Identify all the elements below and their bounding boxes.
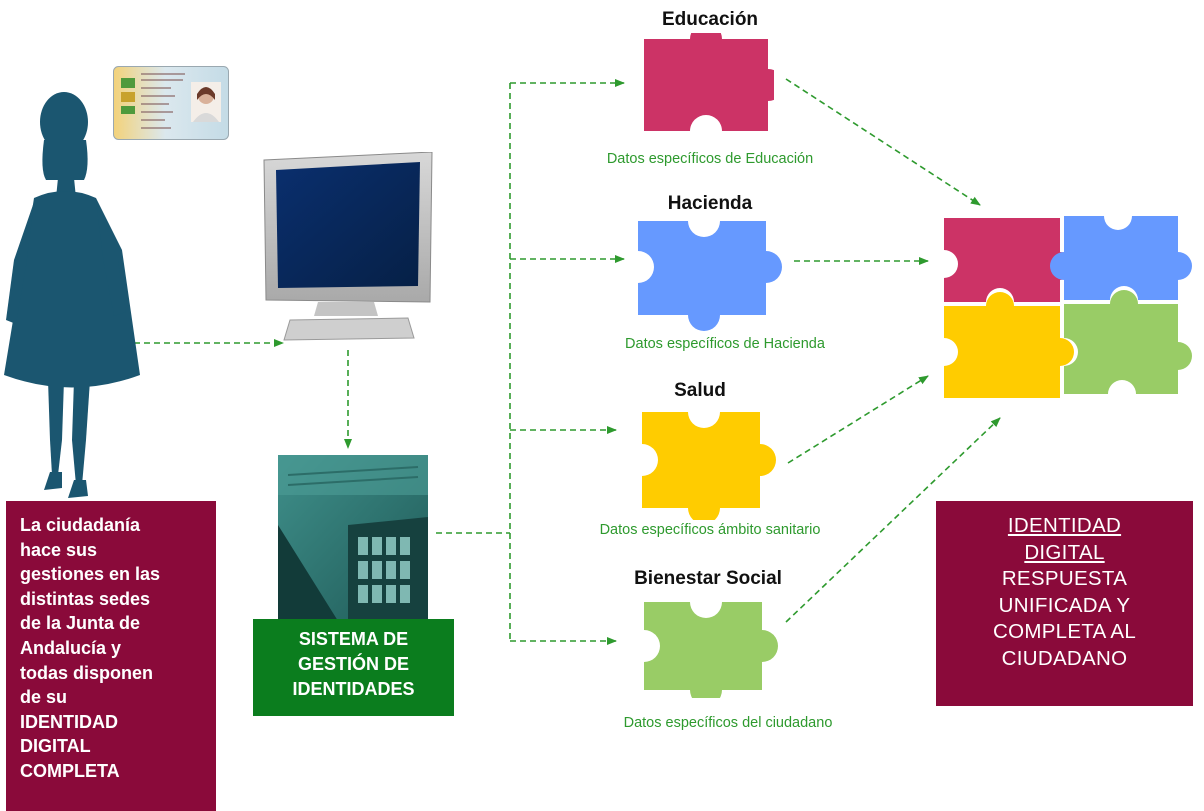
puzzle-piece-salud bbox=[642, 412, 776, 520]
citizen-line: de la Junta de bbox=[20, 613, 141, 634]
system-line: IDENTIDADES bbox=[292, 679, 415, 699]
service-title-bienestar: Bienestar Social bbox=[634, 568, 782, 589]
citizen-line: de su bbox=[20, 687, 68, 708]
citizen-line: hace sus bbox=[20, 539, 98, 560]
identity-heading-line: DIGITAL bbox=[1024, 540, 1105, 564]
citizen-line: Andalucía y bbox=[20, 637, 122, 658]
service-title-hacienda: Hacienda bbox=[667, 193, 753, 214]
service-desc-salud: Datos específicos ámbito sanitario bbox=[599, 522, 821, 538]
citizen-line: distintas sedes bbox=[20, 588, 151, 609]
puzzle-piece-hacienda bbox=[638, 221, 782, 331]
system-line: GESTIÓN DE bbox=[297, 654, 409, 674]
service-title-salud: Salud bbox=[674, 380, 726, 401]
citizen-line: DIGITAL bbox=[20, 736, 91, 757]
server-icon bbox=[278, 455, 428, 621]
arrow-educacion-to-puzzle bbox=[785, 78, 981, 206]
system-line: SISTEMA DE bbox=[298, 629, 409, 649]
citizen-line: COMPLETA bbox=[20, 760, 120, 781]
citizen-line: todas disponen bbox=[20, 662, 154, 683]
computer-monitor-icon bbox=[263, 152, 433, 341]
puzzle-piece-bienestar bbox=[644, 602, 778, 698]
identity-line: CIUDADANO bbox=[1001, 646, 1128, 670]
combined-puzzle-icon bbox=[944, 216, 1192, 398]
identity-line: COMPLETA AL bbox=[992, 620, 1137, 643]
citizen-description-box: La ciudadanía hace sus gestiones en las … bbox=[6, 501, 216, 811]
puzzle-piece-educacion bbox=[644, 33, 774, 131]
identity-line: RESPUESTA bbox=[1001, 567, 1128, 590]
citizen-line: gestiones en las bbox=[20, 564, 161, 585]
identity-heading-line: IDENTIDAD bbox=[1007, 514, 1122, 537]
identity-system-label: SISTEMA DE GESTIÓN DE IDENTIDADES bbox=[253, 619, 454, 716]
citizen-line: La ciudadanía bbox=[20, 515, 141, 535]
service-desc-hacienda: Datos específicos de Hacienda bbox=[625, 336, 825, 352]
identity-line: UNIFICADA Y bbox=[998, 593, 1131, 617]
id-card-icon bbox=[113, 66, 229, 140]
service-desc-educacion: Datos específicos de Educación bbox=[606, 151, 814, 167]
service-title-educacion: Educación bbox=[661, 9, 759, 30]
digital-identity-box: IDENTIDAD DIGITAL RESPUESTA UNIFICADA Y … bbox=[936, 501, 1193, 706]
citizen-line: IDENTIDAD bbox=[20, 711, 118, 732]
service-desc-bienestar: Datos específicos del ciudadano bbox=[623, 715, 833, 731]
woman-silhouette-icon bbox=[4, 92, 140, 498]
arrow-salud-to-puzzle bbox=[787, 375, 929, 464]
